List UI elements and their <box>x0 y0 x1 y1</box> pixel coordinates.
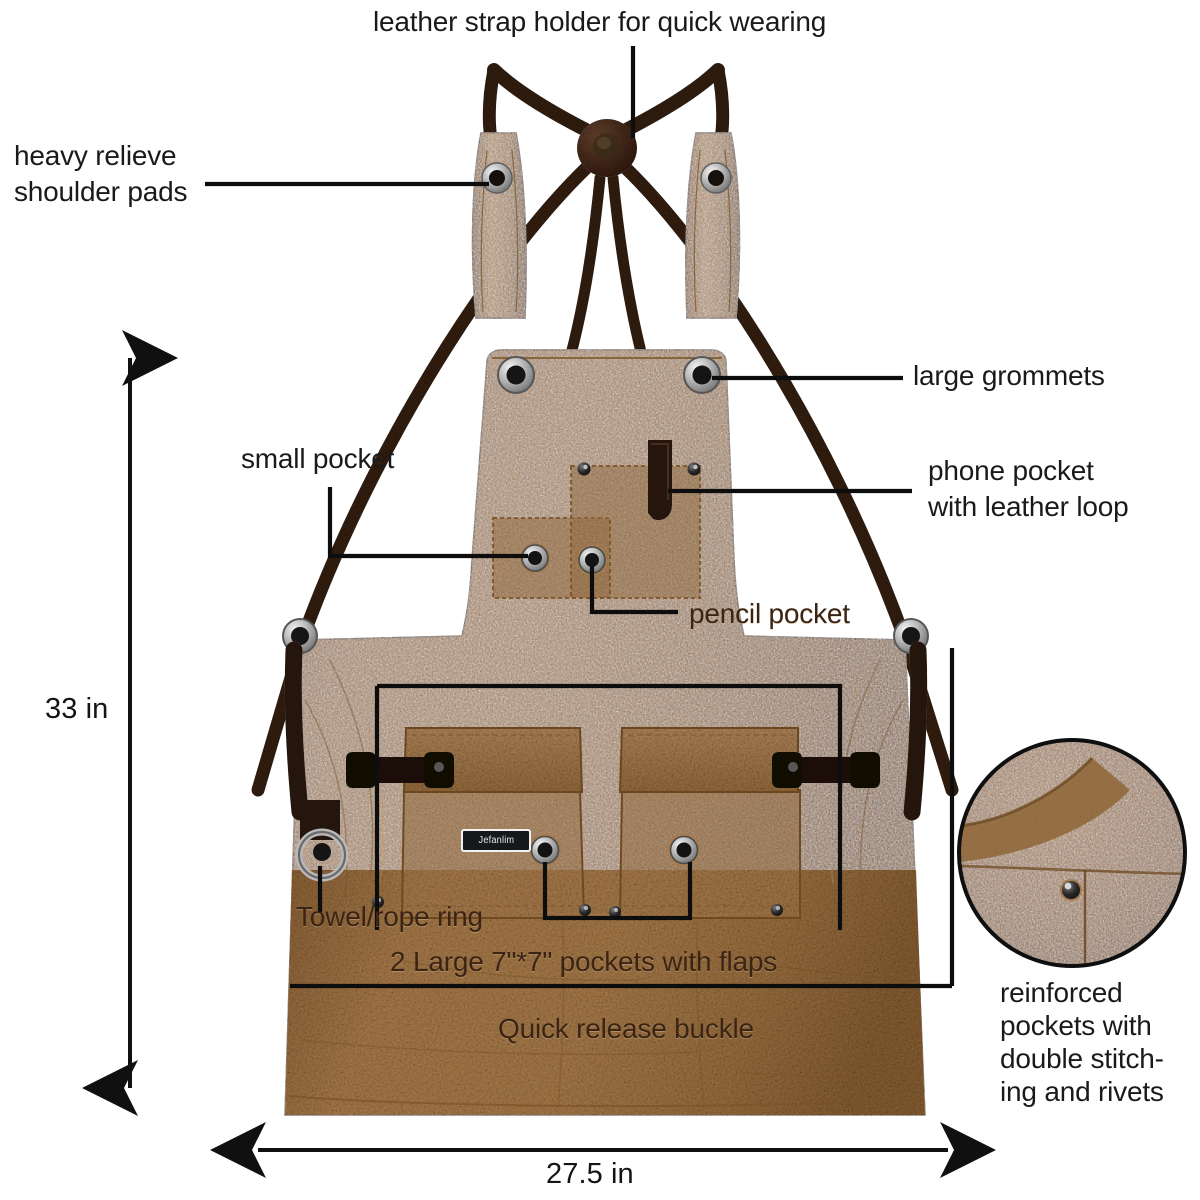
annotation-reinforced-line1: reinforced <box>1000 977 1123 1008</box>
annotation-pencil-pocket: pencil pocket <box>689 598 850 629</box>
annotation-large-pockets: 2 Large 7"*7" pockets with flaps <box>390 946 778 977</box>
bib-grommets <box>497 356 721 394</box>
pad-grommets <box>481 162 732 194</box>
pocket-rivets <box>372 834 783 918</box>
pocket-eyelets <box>520 543 607 575</box>
annotation-reinforced-line3: double stitch- <box>1000 1043 1164 1074</box>
leader-small-pocket <box>327 487 528 559</box>
leader-pencil-pocket <box>589 566 678 615</box>
annotation-shoulder-pads-line2: shoulder pads <box>14 176 188 207</box>
annotation-large-grommets: large grommets <box>913 360 1105 391</box>
large-pockets <box>400 727 801 919</box>
annotation-reinforced-line4: ing and rivets <box>1000 1076 1164 1107</box>
brand-tag-text: Jefanlim <box>478 835 514 846</box>
annotation-small-pocket: small pocket <box>241 443 395 474</box>
dimension-width-label: 27.5 in <box>546 1158 634 1190</box>
apron-body <box>282 349 929 1116</box>
leader-rivet-bracket <box>542 862 693 921</box>
annotation-leather-strap-holder: leather strap holder for quick wearing <box>373 6 827 37</box>
brand-tag: Jefanlim <box>461 829 531 852</box>
annotation-towel-rope-ring: Towel/rope ring <box>296 901 483 932</box>
side-webbing <box>284 641 928 821</box>
annotation-phone-pocket-line1: phone pocket <box>928 455 1094 486</box>
chest-rivets <box>577 462 701 476</box>
leather-strap-holder <box>577 119 637 177</box>
dimension-arrows <box>82 330 996 1178</box>
dimension-height-label: 33 in <box>45 693 109 725</box>
annotation-reinforced-line2: pockets with <box>1000 1010 1152 1041</box>
leather-loop <box>648 440 672 521</box>
annotation-phone-pocket-line2: with leather loop <box>928 491 1129 522</box>
right-side-ring <box>872 800 912 840</box>
leader-lines <box>205 46 955 989</box>
annotation-shoulder-pads-line1: heavy relieve <box>14 140 177 171</box>
annotation-quick-release-buckle: Quick release buckle <box>498 1013 754 1044</box>
leader-large-pockets-right <box>377 683 843 930</box>
reinforced-detail-inset <box>957 738 1187 968</box>
